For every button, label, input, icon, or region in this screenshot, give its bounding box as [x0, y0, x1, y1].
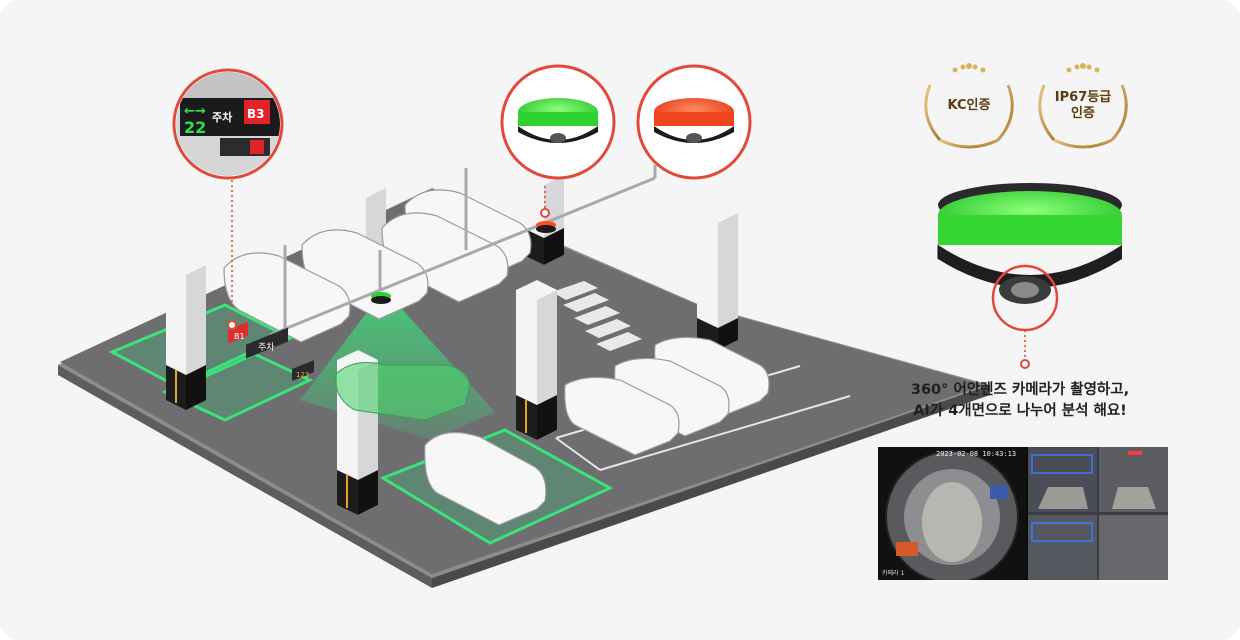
callout-dot-sign	[227, 320, 237, 330]
feature-caption: 360° 어안렌즈 카메라가 촬영하고, AI가 4개면으로 나누어 분석 해요…	[870, 380, 1170, 422]
sign-arrows: ←→	[184, 104, 206, 119]
quad-split-view	[1028, 447, 1168, 580]
kc-badge-stars	[952, 63, 986, 73]
fisheye-view: 2023-02-08 10:43:13 카메라 1	[878, 447, 1026, 580]
sign-number: 22	[184, 118, 206, 137]
parked-cars	[223, 189, 770, 526]
ip67-badge-label-line2: 인증	[1071, 106, 1095, 121]
ip67-certification-badge: IP67등급 인증	[1033, 62, 1133, 148]
camera-feed-preview: 2023-02-08 10:43:13 카메라 1	[878, 447, 1168, 580]
small-sign-count: 123	[296, 371, 309, 379]
ceiling-camera-red	[536, 221, 556, 233]
pillars	[166, 165, 738, 515]
red-camera-zoom-circle	[636, 64, 752, 180]
ip67-badge-label-line1: IP67등급	[1054, 90, 1112, 105]
callout-lines	[231, 180, 1026, 358]
callout-dot-camera	[540, 208, 550, 218]
kc-badge-laurel	[924, 84, 1014, 149]
feed-camera-label: 카메라 1	[882, 570, 905, 577]
caption-line-1: 360° 어안렌즈 카메라가 촬영하고,	[910, 382, 1130, 398]
sign-word: 주차	[212, 110, 233, 124]
small-parking-sign	[228, 321, 314, 382]
ip67-badge-stars	[1066, 63, 1100, 73]
ip67-badge-laurel	[1038, 84, 1128, 149]
small-sign-floor: B1	[234, 332, 245, 341]
ceiling-camera-green	[371, 292, 391, 304]
moving-car	[334, 362, 471, 421]
callout-dot-lens	[1020, 359, 1030, 369]
fisheye-camera-product	[937, 183, 1122, 332]
sign-zoom-circle	[172, 68, 284, 180]
caption-line-2: AI가 4개면으로 나누어 분석 해요!	[913, 403, 1127, 419]
kc-certification-badge: KC인증	[919, 62, 1019, 148]
green-camera-zoom-circle	[500, 64, 616, 180]
feed-timestamp: 2023-02-08 10:43:13	[936, 450, 1017, 458]
ceiling-pipe	[269, 165, 657, 337]
crosswalk	[552, 281, 642, 351]
sign-floor: B3	[247, 107, 265, 121]
kc-badge-label: KC인증	[947, 98, 991, 113]
small-sign-word: 주차	[258, 341, 275, 353]
